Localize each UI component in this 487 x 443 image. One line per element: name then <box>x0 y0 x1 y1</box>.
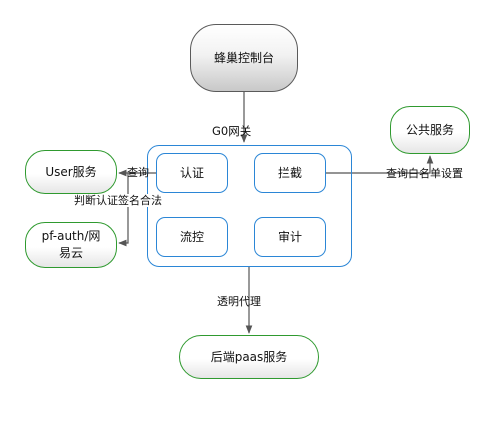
backend-label: 后端paas服务 <box>210 349 288 364</box>
flow-control-node: 流控 <box>156 217 228 257</box>
judge-signature-edge-label: 判断认证签名合法 <box>73 194 163 207</box>
auth-node: 认证 <box>156 153 228 193</box>
user-service-label: User服务 <box>45 164 97 179</box>
intercept-node: 拦截 <box>254 153 326 193</box>
pf-auth-node: pf-auth/网易云 <box>25 222 117 268</box>
public-service-node: 公共服务 <box>390 106 470 154</box>
query-whitelist-edge-label: 查询白名单设置 <box>386 167 463 180</box>
flow-control-label: 流控 <box>179 229 204 244</box>
intercept-label: 拦截 <box>277 165 302 180</box>
public-service-label: 公共服务 <box>405 122 454 137</box>
intercept-to-public-arrow <box>326 155 434 174</box>
audit-node: 审计 <box>254 217 326 257</box>
console-node: 蜂巢控制台 <box>190 24 298 92</box>
auth-label: 认证 <box>179 165 204 180</box>
gateway-title: G0网关 <box>212 124 252 138</box>
query-edge-label: 查询 <box>127 166 149 179</box>
backend-node: 后端paas服务 <box>179 335 319 379</box>
audit-label: 审计 <box>277 229 302 244</box>
transparent-proxy-edge-label: 透明代理 <box>217 295 261 308</box>
pf-auth-label: pf-auth/网易云 <box>41 229 101 260</box>
auth-to-pfauth-arrow <box>118 173 129 247</box>
user-service-node: User服务 <box>25 150 117 194</box>
console-label: 蜂巢控制台 <box>213 50 274 65</box>
